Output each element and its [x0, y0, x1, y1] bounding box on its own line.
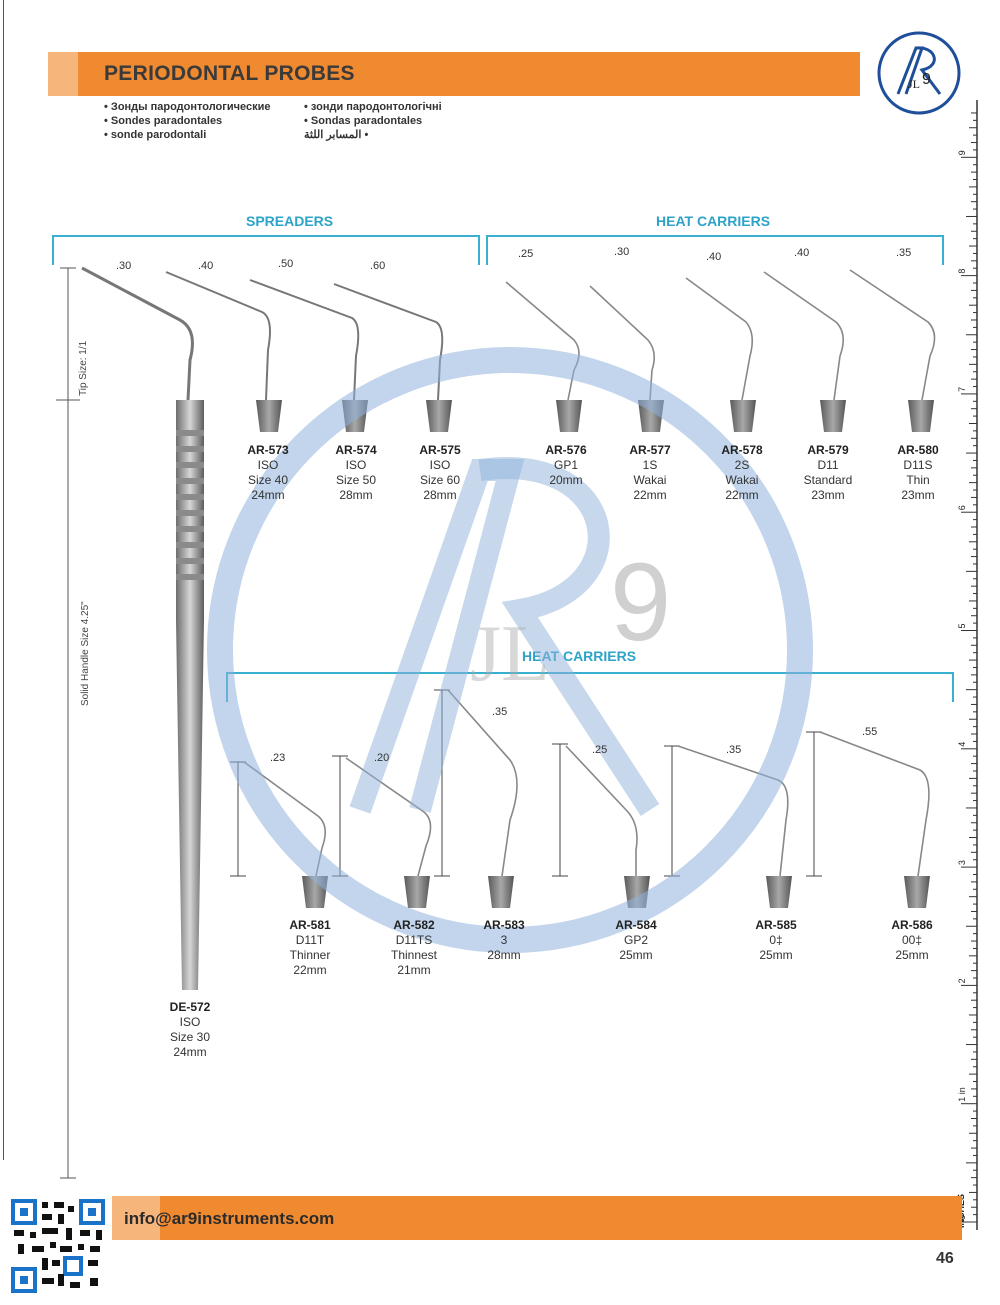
- tip-size: .35: [896, 247, 912, 259]
- ruler-number: 3: [957, 860, 967, 865]
- handle-instrument: [81, 266, 204, 990]
- ruler-number: 0: [957, 1215, 967, 1220]
- ruler-number: 4: [957, 742, 967, 747]
- bracket-heat-carriers-top: [486, 235, 944, 265]
- contact-email-link[interactable]: info@ar9instruments.com: [124, 1209, 335, 1228]
- ruler-number: 8: [957, 269, 967, 274]
- handle-size-label: Solid Handle Size 4.25": [80, 601, 91, 706]
- section-label-heat-carriers-top: HEAT CARRIERS: [656, 213, 771, 229]
- tip-size: .40: [794, 247, 810, 259]
- tip-size: .35: [492, 706, 508, 718]
- tip-size: .40: [706, 251, 722, 263]
- bottom-measure-lines: [230, 689, 822, 877]
- handle-caps-bottom: [302, 876, 930, 908]
- tip-size: .25: [518, 248, 534, 260]
- heat-carrier-tips-top: [505, 269, 936, 401]
- page-title: PERIODONTAL PROBES: [104, 62, 355, 85]
- tip-size: .35: [726, 744, 742, 756]
- language-item: • зонди пародонтологічні: [304, 101, 442, 113]
- language-list-2: • зонди пародонтологічні • Sondas parado…: [304, 100, 442, 142]
- section-label-spreaders: SPREADERS: [246, 213, 334, 229]
- heat-carrier-tips-bottom: [243, 689, 930, 877]
- language-list-1: • Зонды пародонтологические • Sondes par…: [104, 100, 270, 142]
- tip-size-label: Tip Size: 1/1: [78, 340, 89, 396]
- inch-ruler: 0 1 in 2 3 4 5 6 7 8 9: [957, 100, 978, 1230]
- left-margin-rule: [3, 0, 4, 1160]
- language-item: • Sondes paradontales: [104, 115, 223, 127]
- language-item: • Sondas paradontales: [304, 115, 423, 127]
- tip-size: .25: [592, 744, 608, 756]
- tip-size: .30: [614, 246, 630, 258]
- ruler-number: 1 in: [957, 1087, 967, 1102]
- language-item: المسابر اللثة •: [304, 129, 369, 141]
- language-item: • sonde parodontali: [104, 129, 207, 141]
- tip-size: .50: [278, 258, 294, 270]
- tip-size: .55: [862, 726, 878, 738]
- brand-logo: 9 JL: [877, 31, 961, 115]
- bracket-spreaders: [52, 235, 480, 265]
- ruler-number: 7: [957, 387, 967, 392]
- footer-band: [112, 1196, 962, 1240]
- svg-text:9: 9: [922, 71, 931, 88]
- tip-size: .20: [374, 752, 390, 764]
- svg-text:JL: JL: [908, 77, 920, 91]
- qr-code[interactable]: [10, 1198, 106, 1294]
- tip-size: .30: [116, 260, 132, 272]
- ruler-number: 5: [957, 623, 967, 628]
- spreader-tips: [165, 271, 444, 401]
- tip-size: .60: [370, 260, 386, 272]
- ruler-number: 6: [957, 505, 967, 510]
- handle-caps-top: [256, 400, 934, 432]
- tip-size: .40: [198, 260, 214, 272]
- ruler-number: 2: [957, 978, 967, 983]
- page-number: 46: [936, 1250, 954, 1267]
- tip-size: .23: [270, 752, 286, 764]
- language-item: • Зонды пародонтологические: [104, 101, 271, 113]
- header-band: [48, 52, 860, 96]
- ruler-number: 9: [957, 150, 967, 155]
